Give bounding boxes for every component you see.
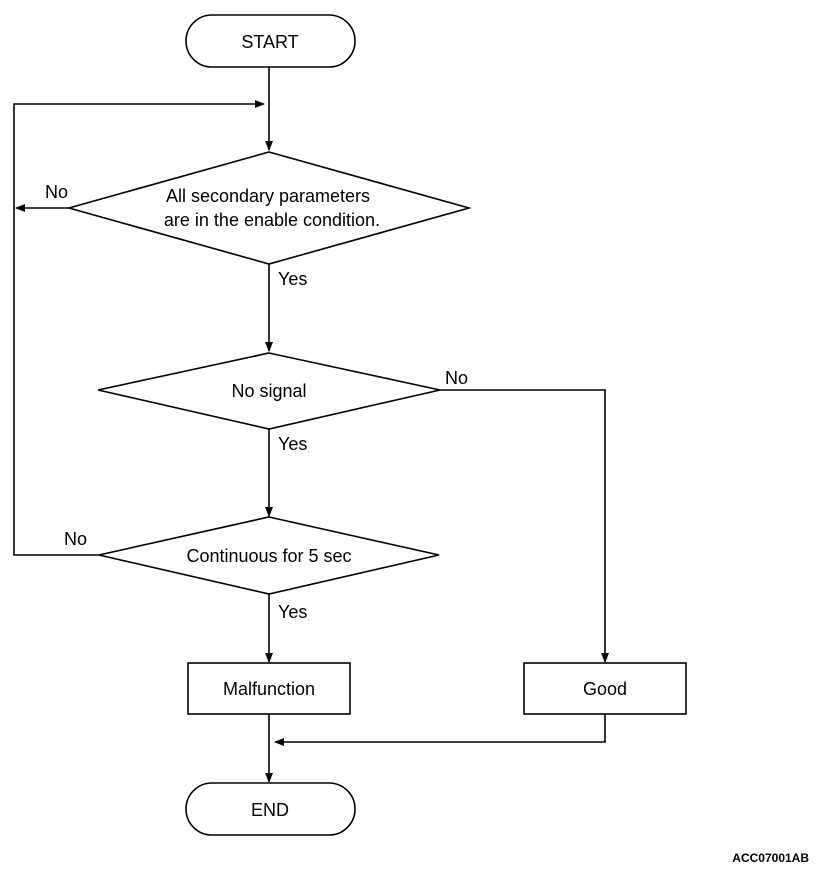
good-box <box>523 662 687 715</box>
figure-code: ACC07001AB <box>732 851 809 865</box>
params-yes-label: Yes <box>278 269 307 289</box>
params-decision-line2: are in the enable condition. <box>164 210 380 230</box>
connector-continuous-no-loop <box>13 100 265 556</box>
connector-good-merge <box>274 714 606 746</box>
end-terminal <box>185 782 356 836</box>
continuous-decision <box>98 516 440 595</box>
signal-no-label: No <box>445 368 468 388</box>
no-signal-label: No signal <box>231 381 306 401</box>
params-decision-line1: All secondary parameters <box>166 186 370 206</box>
connector-signal-no <box>440 389 609 663</box>
params-no-label: No <box>45 182 68 202</box>
start-terminal <box>185 14 356 68</box>
no-signal-decision <box>97 352 441 430</box>
end-label: END <box>251 800 289 820</box>
malfunction-box <box>187 662 351 715</box>
params-decision <box>66 151 472 265</box>
continuous-no-label: No <box>64 529 87 549</box>
start-label: START <box>241 32 298 52</box>
continuous-label: Continuous for 5 sec <box>186 546 351 566</box>
signal-yes-label: Yes <box>278 434 307 454</box>
malfunction-label: Malfunction <box>223 679 315 699</box>
continuous-yes-label: Yes <box>278 602 307 622</box>
good-label: Good <box>583 679 627 699</box>
